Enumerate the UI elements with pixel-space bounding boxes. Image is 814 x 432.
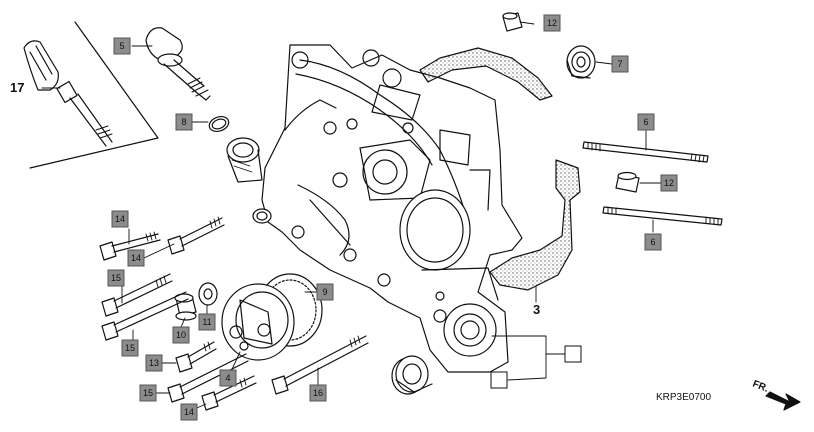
dowel-boss xyxy=(252,208,272,224)
bolt-part-10 xyxy=(174,293,197,321)
callout-12-top: 12 xyxy=(543,14,561,32)
callout-9: 9 xyxy=(316,283,334,301)
dipstick-part-17 xyxy=(23,40,113,147)
front-label: FR. xyxy=(751,379,770,395)
callout-6-lower: 6 xyxy=(644,233,662,251)
o-ring-part-8 xyxy=(208,115,230,133)
washer-part-11 xyxy=(198,282,218,306)
svg-text:14: 14 xyxy=(184,407,194,417)
bolt-part-15-lower xyxy=(167,353,249,403)
front-arrow-icon xyxy=(765,391,801,411)
svg-text:12: 12 xyxy=(664,178,674,188)
svg-text:8: 8 xyxy=(181,117,186,127)
clutch-part-4 xyxy=(221,283,295,361)
collar-part-12-top xyxy=(502,12,523,32)
stud-part-6-top xyxy=(582,141,709,163)
collar-part-12-right xyxy=(615,171,640,193)
callout-15-upper: 15 xyxy=(107,269,125,287)
oil-seal-part-7 xyxy=(566,45,596,79)
callout-13: 13 xyxy=(145,354,163,372)
diagram-code: KRP3E0700 xyxy=(656,392,711,403)
callout-8: 8 xyxy=(175,113,193,131)
oil-filler-neck xyxy=(226,137,263,183)
callout-5: 5 xyxy=(113,37,131,55)
callout-14-top: 14 xyxy=(111,210,129,228)
blank-callout-lower xyxy=(490,371,508,389)
callout-15-lower: 15 xyxy=(139,384,157,402)
callout-14-mid: 14 xyxy=(127,249,145,267)
callout-4: 4 xyxy=(219,369,237,387)
svg-text:4: 4 xyxy=(225,373,230,383)
bolt-part-16 xyxy=(271,335,369,395)
svg-text:16: 16 xyxy=(313,388,323,398)
inset-separator-line xyxy=(29,21,159,169)
bolt-part-14-bottom xyxy=(201,375,257,411)
callout-15-long: 15 xyxy=(121,339,139,357)
callout-14-bottom: 14 xyxy=(180,403,198,421)
svg-text:15: 15 xyxy=(111,273,121,283)
svg-text:11: 11 xyxy=(202,317,211,327)
svg-text:14: 14 xyxy=(115,214,125,224)
label-17: 17 xyxy=(10,80,24,95)
svg-text:12: 12 xyxy=(547,18,557,28)
svg-text:10: 10 xyxy=(176,330,186,340)
svg-text:6: 6 xyxy=(650,237,655,247)
bolt-part-15-upper xyxy=(101,273,173,317)
svg-text:9: 9 xyxy=(322,287,327,297)
callout-12-right: 12 xyxy=(660,174,678,192)
callout-10: 10 xyxy=(172,326,190,344)
svg-text:5: 5 xyxy=(119,41,124,51)
crankcase-cover xyxy=(261,44,523,373)
callout-16: 16 xyxy=(309,384,327,402)
svg-text:14: 14 xyxy=(131,253,141,263)
label-3: 3 xyxy=(533,302,540,317)
svg-text:15: 15 xyxy=(143,388,153,398)
svg-text:7: 7 xyxy=(617,59,622,69)
stud-part-6-lower xyxy=(602,206,723,226)
bolt-part-14-top xyxy=(99,231,161,261)
callout-11: 11 xyxy=(198,313,216,331)
svg-text:15: 15 xyxy=(125,343,135,353)
blank-callout-upper xyxy=(564,345,582,363)
svg-text:6: 6 xyxy=(643,117,648,127)
bolt-part-14-mid xyxy=(167,216,225,255)
bolt-part-15-long xyxy=(101,291,189,341)
callout-7: 7 xyxy=(611,55,629,73)
svg-text:13: 13 xyxy=(149,358,159,368)
bolt-part-13 xyxy=(175,341,217,373)
bearing-lower xyxy=(391,355,433,395)
filler-bolt-part-5 xyxy=(145,27,211,101)
gasket-part-3 xyxy=(419,47,581,291)
callout-6-top: 6 xyxy=(637,113,655,131)
